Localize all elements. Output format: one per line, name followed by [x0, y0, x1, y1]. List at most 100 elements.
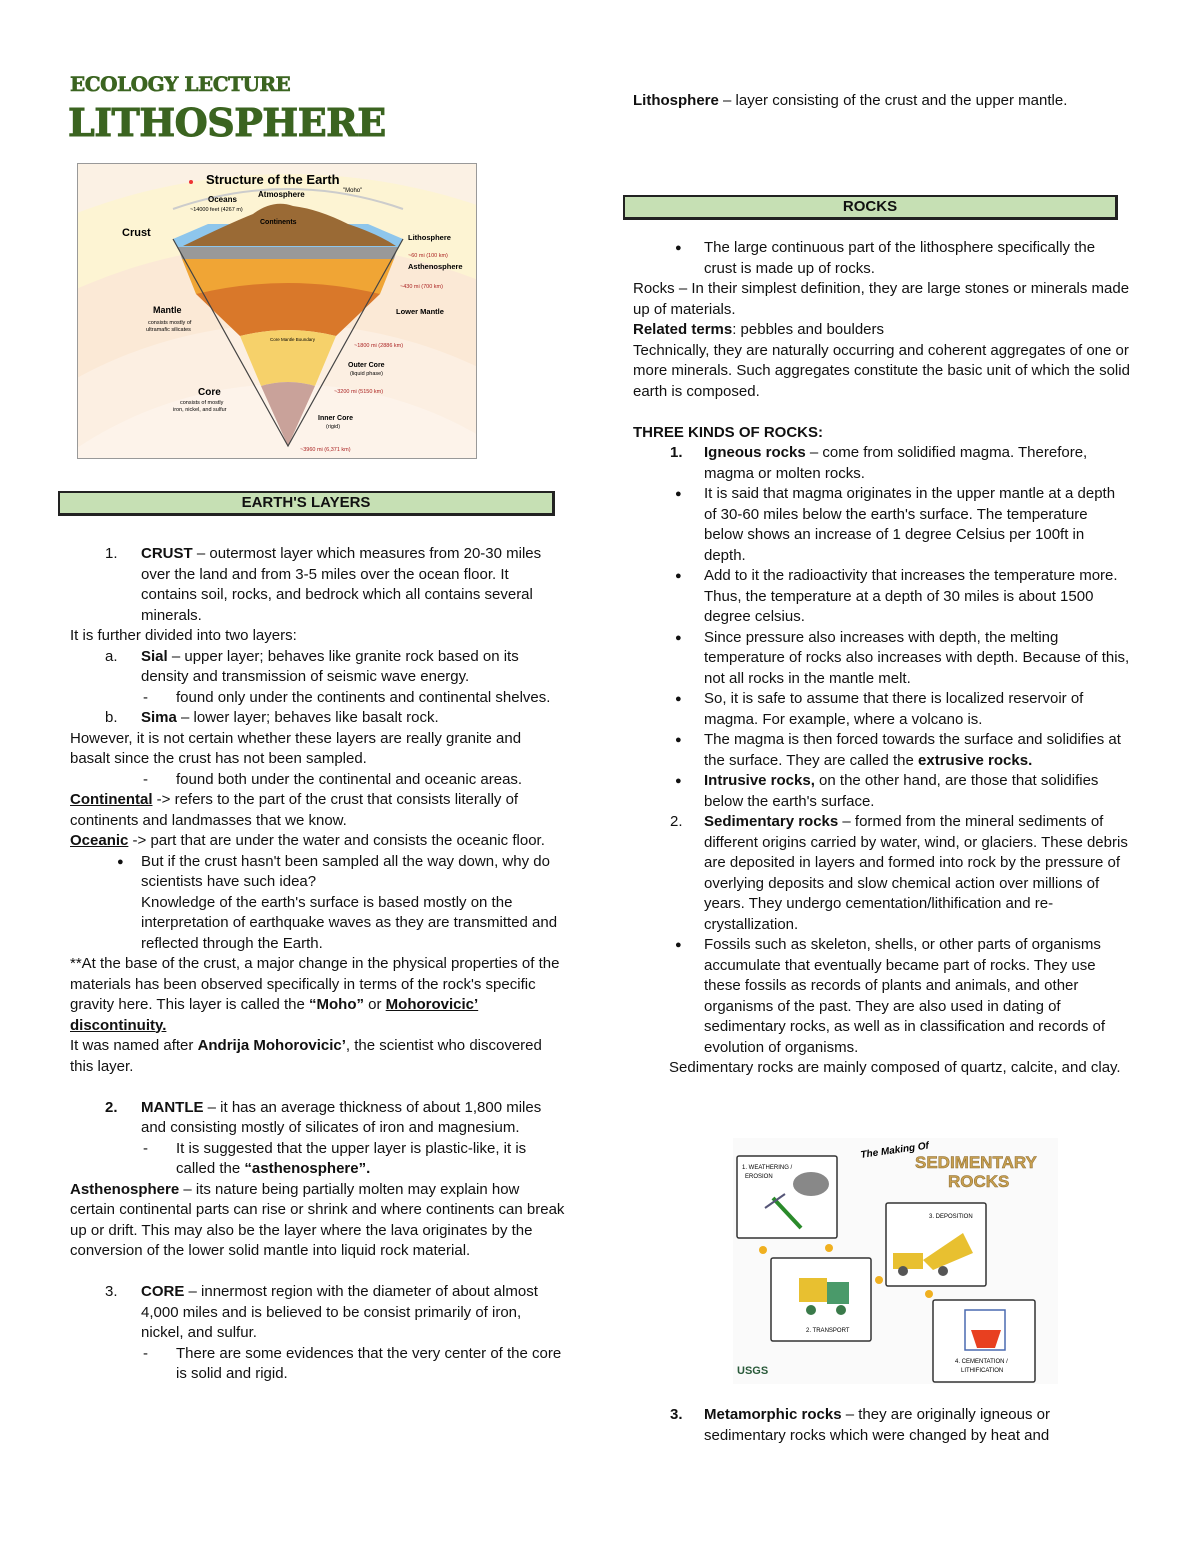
list-marker: - [143, 1139, 148, 1157]
paragraph: **At the base of the crust, a major chan… [70, 954, 565, 1036]
label-asthenosphere: Asthenosphere [408, 262, 463, 271]
text-run: – lower layer; behaves like basalt rock. [176, 709, 439, 726]
label-depth: ~3960 mi (6,371 km) [300, 447, 351, 453]
paragraph: Oceanic -> part that are under the water… [70, 831, 565, 852]
text-run: THREE KINDS OF ROCKS: [633, 423, 824, 441]
text-run: Technically, they are naturally occurrin… [633, 341, 1130, 400]
list-item: -There are some evidences that the very … [70, 1344, 565, 1385]
bullet-icon: ● [675, 242, 682, 254]
label-oceans-depth: ~14000 feet (4267 m) [190, 207, 243, 213]
list-item: 3.CORE – innermost region with the diame… [70, 1282, 565, 1344]
paragraph: It was named after Andrija Mohorovicic’,… [70, 1036, 565, 1077]
bullet-icon: ● [675, 631, 682, 644]
label-core: Core [198, 387, 221, 398]
list-item: b. Sima – lower layer; behaves like basal… [70, 708, 565, 729]
list-marker: - [143, 688, 148, 706]
left-column-text: 1. CRUST – outermost layer which measures… [70, 544, 565, 1385]
text-run: It is said that magma originates in the … [704, 485, 1116, 564]
right-column-text: ●The large continuous part of the lithos… [633, 238, 1130, 1079]
text-run: found both under the continental and oce… [176, 770, 523, 788]
bullet-icon: ● [675, 570, 682, 582]
list-marker: 2. [105, 1098, 118, 1116]
text-run: But if the crust hasn't been sampled all… [141, 852, 550, 891]
label-mantle: Mantle [153, 305, 182, 315]
bullet-icon: ● [675, 693, 682, 705]
list-item: 3.Metamorphic rocks – they are originall… [633, 1405, 1130, 1446]
label-inner-core: Inner Core [318, 415, 353, 422]
text-run: – come from solidified magma. Therefore,… [704, 444, 1088, 482]
label-outer-core: Outer Core [348, 362, 385, 369]
label-continents: Continents [260, 219, 297, 226]
text-run: Sedimentary rocks [704, 813, 839, 830]
list-item: a.Sial – upper layer; behaves like grani… [70, 647, 565, 688]
text-run: – layer consisting of the crust and the … [718, 92, 1068, 109]
text-run: The magma is then forced towards the sur… [704, 731, 1121, 769]
label-outer-core-sub: (liquid phase) [350, 371, 383, 377]
usgs-logo: USGS [737, 1365, 768, 1377]
paragraph: Sedimentary rocks are mainly composed of… [633, 1058, 1130, 1079]
list-marker: b. [105, 709, 118, 726]
hammer-icon [771, 1196, 803, 1230]
text-run: Sedimentary rocks are mainly composed of… [669, 1059, 1121, 1076]
paragraph: It is further divided into two layers: [70, 626, 565, 647]
step-label: 2. TRANSPORT [806, 1328, 850, 1334]
paragraph: Rocks – In their simplest definition, th… [633, 279, 1130, 320]
text-run: CORE [141, 1283, 185, 1300]
label-moho: "Moho" [343, 188, 362, 194]
text-run: Andrija Mohorovicic’ [197, 1037, 346, 1054]
list-item: 2. Sedimentary rocks – formed from the mi… [633, 812, 1130, 935]
paragraph: However, it is not certain whether these… [70, 729, 565, 770]
label-core-sub: consists of mostly [180, 400, 224, 406]
list-marker: 2. [670, 813, 683, 830]
paragraph: Asthenosphere – its nature being partial… [70, 1180, 565, 1262]
list-item: ●The large continuous part of the lithos… [633, 238, 1130, 279]
text-run: Add to it the radioactivity that increas… [704, 567, 1118, 625]
label-oceans: Oceans [208, 195, 237, 204]
text-run: It is suggested that the upper layer is … [176, 1139, 527, 1178]
paragraph: THREE KINDS OF ROCKS: [633, 423, 1130, 444]
paragraph: Related terms: pebbles and boulders [633, 320, 1130, 341]
step-label: 1. WEATHERING / [742, 1165, 793, 1171]
text-run: , the scientist who discovered this laye… [70, 1037, 542, 1075]
label-inner-core-sub: (rigid) [326, 424, 340, 430]
text-run: **At the base of the crust, a major chan… [70, 955, 560, 1013]
text-run: – its nature being partially molten may … [70, 1180, 565, 1260]
arrow-icons [759, 1244, 933, 1298]
sedimentary-rocks-figure: The Making Of SEDIMENTARY ROCKS 1. WEATH… [733, 1138, 1058, 1384]
list-item: 1. CRUST – outermost layer which measures… [70, 544, 565, 626]
list-marker: 3. [670, 1406, 683, 1423]
text-run: It is further divided into two layers: [70, 627, 297, 644]
section-header-earths-layers: EARTH'S LAYERS [58, 491, 555, 516]
text-run: However, it is not certain whether these… [70, 729, 522, 768]
right-column-tail: 3.Metamorphic rocks – they are originall… [633, 1405, 1130, 1446]
text-run: -> refers to the part of the crust that … [70, 791, 519, 829]
dump-truck-icon [893, 1253, 923, 1269]
fig-title-big: SEDIMENTARY [915, 1153, 1038, 1172]
section-title: ROCKS [842, 198, 898, 215]
text-run: – it has an average thickness of about 1… [141, 1098, 542, 1137]
label-core-sub: iron, nickel, and sulfur [173, 407, 227, 413]
text-run: Igneous rocks [704, 444, 806, 461]
text-run: Oceanic [70, 832, 129, 849]
page-title: LITHOSPHERE [68, 100, 387, 146]
list-item: ●Intrusive rocks, on the other hand, are… [633, 771, 1130, 812]
section-title: EARTH'S LAYERS [241, 494, 371, 511]
label-depth: ~60 mi (100 km) [408, 253, 448, 259]
cloud-icon [793, 1172, 829, 1196]
list-item: -found only under the continents and con… [70, 688, 565, 709]
bullet-icon: ● [675, 734, 682, 746]
bullet-icon: ● [675, 939, 682, 951]
text-run: – outermost layer which measures from 20… [141, 545, 542, 624]
list-item: 1. Igneous rocks – come from solidified m… [633, 443, 1130, 484]
text-run: extrusive rocks. [918, 751, 1033, 769]
text-run: CRUST [141, 545, 193, 562]
text-run: – formed from the mineral sediments of d… [704, 813, 1128, 933]
list-marker: 1. [670, 444, 683, 461]
list-item: ●It is said that magma originates in the… [633, 484, 1130, 566]
label-atmosphere: Atmosphere [258, 190, 305, 199]
list-marker: 1. [105, 545, 118, 562]
text-run: “Moho” [309, 996, 364, 1013]
text-run: Related terms [633, 321, 733, 338]
text-run: So, it is safe to assume that there is l… [704, 690, 1084, 728]
text-run: Sima [141, 709, 177, 726]
